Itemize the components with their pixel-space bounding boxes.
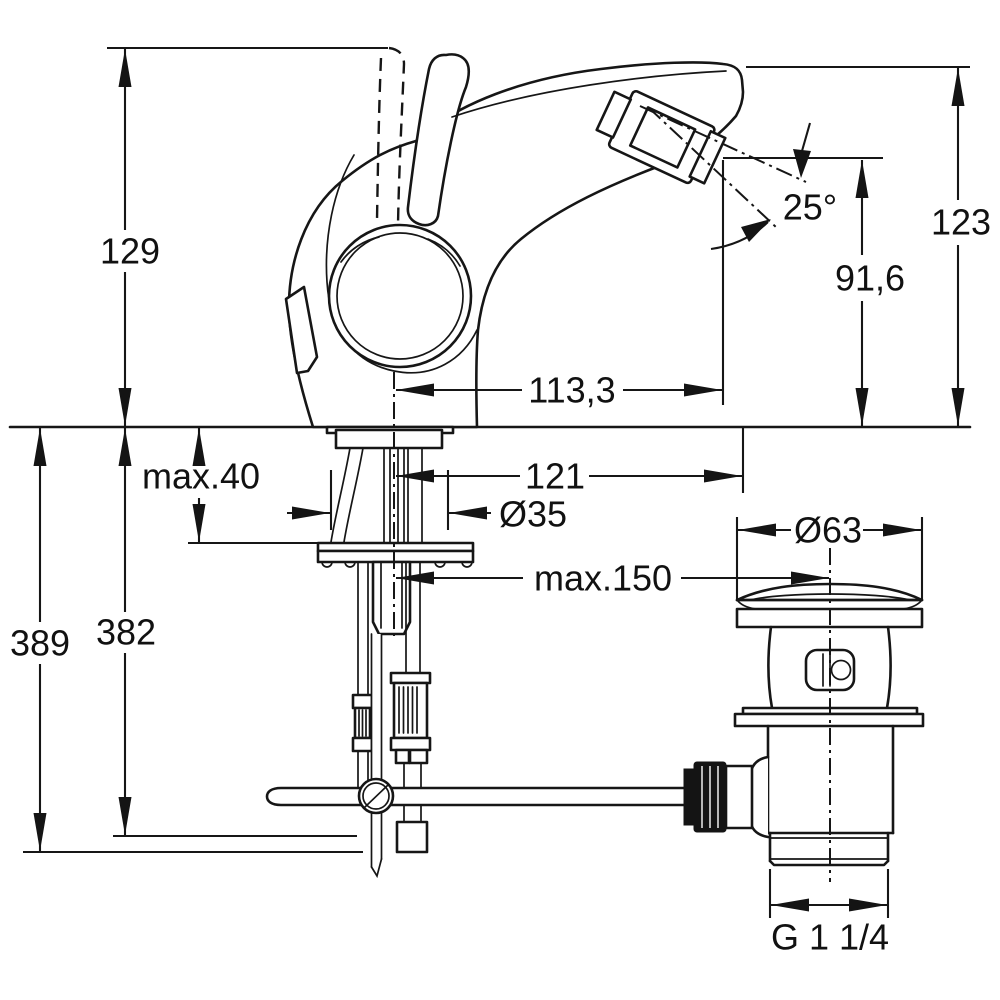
spout-height-label: 123 [931,202,991,243]
mounting-nut [316,549,475,564]
dim-overall-depth: 389 [10,428,363,854]
dim-tap-hole: Ø35 [287,470,567,535]
faucet-underdeck [265,425,688,879]
vertical-pull-rod [370,633,383,879]
handle-lever [406,53,470,227]
dome-inner-circle [336,232,464,360]
knurl-ridges [701,766,719,828]
dim-outlet-projection: 113,3 [396,160,725,411]
dim-waste-distance: max.150 [396,558,829,599]
tube-end-block [395,820,429,854]
dim-waste-thread: G 1 1/4 [768,869,890,958]
dome-seam-arc-left [340,236,380,263]
knurled-collar [683,768,695,826]
rod-clamp-screw-slot [364,784,389,808]
spout-projection-label: 121 [525,456,585,497]
dim-spout-height: 123 [746,65,991,426]
tube-fitting [351,693,374,710]
dome-outer-circle [327,223,473,369]
rod-port-cylinder [724,764,754,830]
supply-hose-left-edge [330,447,351,543]
valve-step [394,748,411,765]
aerator-spray-face [688,129,727,185]
left-supply-tube [351,561,374,791]
tap-hole-label: Ø35 [499,494,567,535]
supply-hose-right-edge [343,447,364,543]
waste-neck-left [767,625,774,710]
right-supply-tube [389,561,432,854]
aerator-axis-line [639,105,807,183]
dim-rod-depth: 382 [96,428,357,838]
waste-neck-right [885,625,892,710]
horizontal-pull-rod [265,786,688,807]
outlet-height-label: 91,6 [835,258,905,299]
valve-cap [389,671,432,685]
popup-waste [683,548,925,882]
angle-arrow-leader [800,122,812,152]
outlet-projection-label: 113,3 [528,370,615,411]
deck-thickness-label: max.40 [142,456,260,497]
overflow-ball [830,659,852,681]
threaded-shank [334,428,444,450]
rod-fill [371,634,382,864]
outlet-angle-label: 25° [783,187,837,228]
fixing-stud [371,560,412,636]
handle-height-label: 129 [100,231,160,272]
valve-cap [389,736,432,752]
handle-raised-phantom-front [388,46,406,226]
valve-ribs [398,686,418,734]
rear-tab [284,285,319,375]
waste-thread-label: G 1 1/4 [771,917,889,958]
aerator [595,89,727,185]
dim-deck-thickness: max.40 [142,428,318,545]
dim-outlet-height: 91,6 [835,160,905,426]
dim-outlet-angle: 25° [639,105,883,251]
valve-step [408,748,429,765]
angle-arc-arrow [741,219,771,242]
tube-fitting [351,736,374,753]
dim-spout-projection: 121 [396,428,745,497]
rod-clamp-inner [362,782,390,810]
aerator-inner-step [628,106,697,169]
dome-seam-arc-right [427,238,461,267]
dim-handle-height: 129 [100,46,388,426]
aerator-ball-joint [595,90,633,139]
waste-distance-label: max.150 [534,558,672,599]
dim-waste-flange: Ø63 [735,510,924,599]
overall-depth-label: 389 [10,623,70,664]
rod-tip [370,858,383,879]
thread-ribs [358,709,367,737]
waste-flange-label: Ø63 [794,510,862,551]
angle-arrow-down [793,149,811,178]
mounting-nut-notches [321,561,473,568]
rod-depth-label: 382 [96,612,156,653]
spout-inner-line [451,70,727,118]
faucet-body [284,46,745,429]
